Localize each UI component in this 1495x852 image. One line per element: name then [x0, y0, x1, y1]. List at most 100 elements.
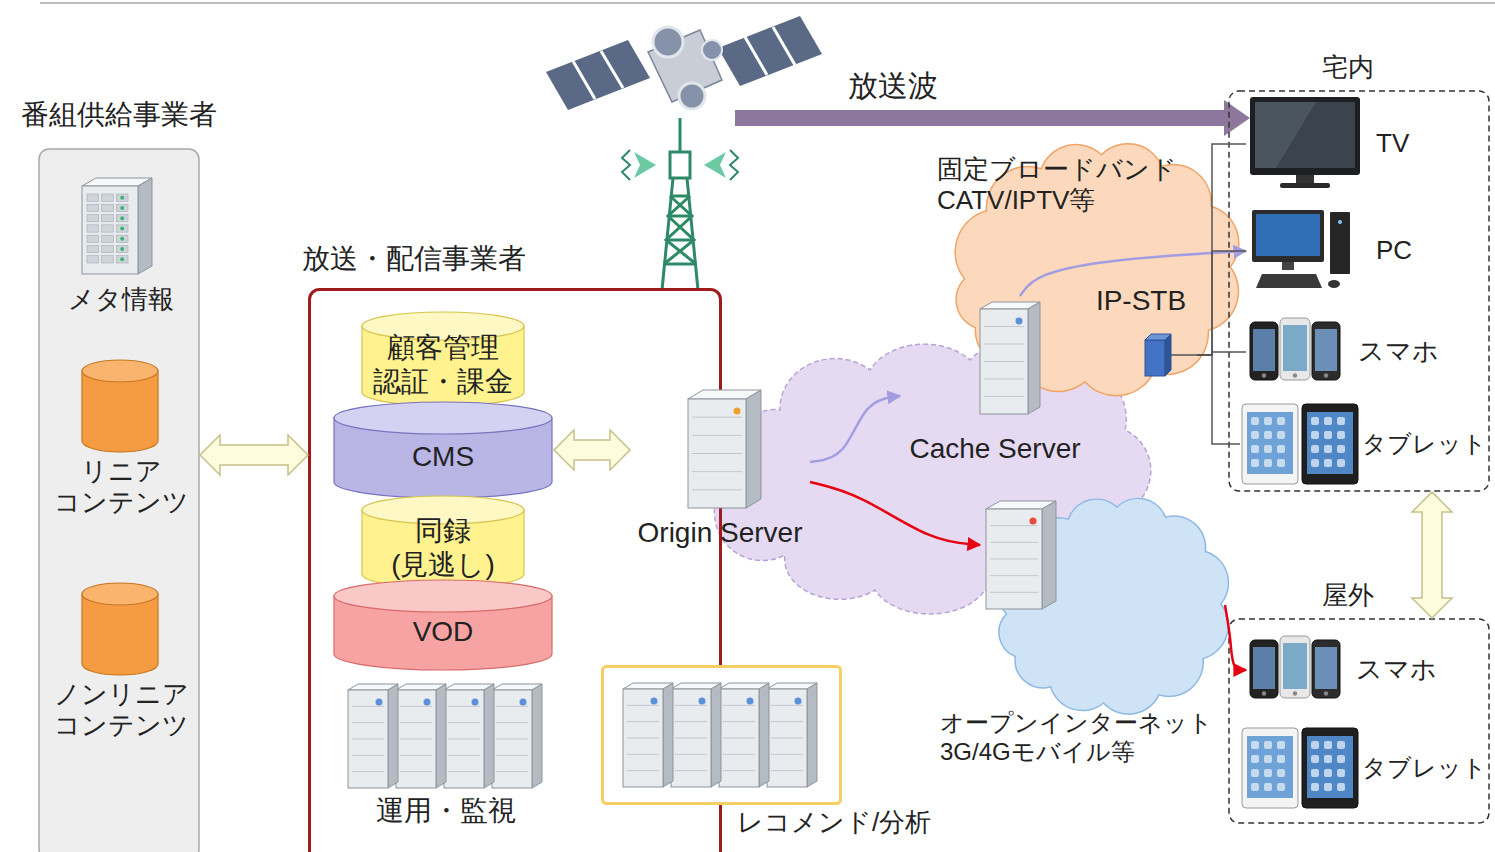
server-icon [627, 738, 659, 739]
server-icon [623, 689, 663, 787]
text-slot: PC [1376, 208, 1442, 294]
server-icon [120, 227, 124, 231]
node-label: スマホ [1356, 654, 1437, 685]
device-shape [1253, 647, 1275, 689]
device-shape [1324, 691, 1328, 695]
server-icon [87, 235, 99, 242]
device-shape [1264, 431, 1272, 439]
text-slot: スマホ [1356, 634, 1462, 706]
server-icon [723, 754, 755, 755]
server-icon [675, 738, 707, 739]
double-arrow [1412, 492, 1452, 618]
device-shape [1337, 417, 1345, 425]
device-shape [1280, 183, 1330, 188]
server-icon [388, 684, 398, 788]
server-icon [984, 326, 1024, 327]
device: タブレット [1240, 400, 1493, 488]
device-shape [1247, 412, 1293, 474]
database-cylinder: CMS [332, 400, 554, 500]
server-icon [87, 225, 99, 232]
device-shape [1264, 769, 1272, 777]
server-icon [663, 683, 673, 787]
device-shape [1324, 783, 1332, 791]
text-slot: Origin Server [630, 516, 810, 554]
server-icon [400, 722, 432, 723]
device-shape [1251, 741, 1259, 749]
database-cylinder: 顧客管理 認証・課金 [360, 310, 526, 408]
server-icon [692, 417, 742, 418]
broadband-cloud: 固定ブロードバンド CATV/IPTV等 IP-STB [937, 148, 1235, 388]
server-icon [400, 755, 432, 756]
device-shape [1264, 783, 1272, 791]
server-icon [711, 683, 721, 787]
server-icon [746, 390, 761, 508]
provider-panel-shape [39, 149, 199, 852]
content-cylinder-shape [82, 360, 158, 382]
server-icon [1028, 302, 1040, 414]
device-shape [1255, 102, 1355, 168]
server-icon [771, 721, 803, 722]
device-shape [1251, 431, 1259, 439]
text-slot: 固定ブロードバンド CATV/IPTV等 [937, 154, 1207, 226]
device-shape [1246, 95, 1446, 193]
satellite [573, 61, 595, 99]
server-icon [496, 706, 528, 707]
server-icon [116, 204, 128, 211]
node-label: ノンリニア コンテンツ [52, 679, 190, 741]
text-slot: 顧客管理 認証・課金 [360, 324, 526, 406]
server-icon [472, 699, 479, 706]
node-label: オープンインターネット 3G/4Gモバイル等 [940, 709, 1216, 767]
server-icon [692, 471, 742, 472]
device-shape [1277, 459, 1285, 467]
node-label: CMS [412, 440, 474, 474]
server-icon [675, 770, 707, 771]
server-icon [692, 453, 742, 454]
device-shape [1338, 220, 1342, 224]
server-icon [767, 689, 807, 787]
device-shape [1337, 445, 1345, 453]
device-shape [1251, 445, 1259, 453]
device-shape [1242, 728, 1298, 808]
database-cylinder-shape [362, 326, 524, 406]
node-label: 運用・監視 [376, 794, 516, 828]
outdoor-area: 屋外スマホタブレット [1228, 618, 1490, 824]
server-icon [492, 690, 532, 788]
node-label: 同録 (見逃し) [390, 514, 497, 581]
origin-server: Origin Server [630, 382, 810, 554]
server-icon [990, 525, 1038, 526]
device-shape [1311, 741, 1319, 749]
top-rule [40, 2, 1495, 4]
node-label: TV [1376, 128, 1409, 159]
node-label: 屋外 [1322, 580, 1374, 611]
text-slot: 運用・監視 [336, 794, 556, 834]
server-icon [627, 705, 659, 706]
text-slot: リニア コンテンツ [48, 456, 194, 540]
server-icon [699, 698, 706, 705]
server-icon [444, 690, 484, 788]
server-icon [627, 754, 659, 755]
device-shape [1242, 404, 1298, 484]
device-shape [1246, 208, 1446, 294]
server-icon [102, 235, 114, 242]
server-icon [496, 739, 528, 740]
server-icon [734, 408, 741, 415]
server-icon [102, 215, 114, 222]
device-shape [1324, 769, 1332, 777]
device-shape [1250, 322, 1278, 380]
server-icon [120, 247, 124, 251]
analytics-box-shape [603, 667, 841, 804]
server-icon [723, 738, 755, 739]
device-shape [1251, 783, 1259, 791]
server-icon [116, 225, 128, 232]
set-top-box-shape [1145, 340, 1165, 376]
device-shape [1324, 417, 1332, 425]
device-shape [1293, 691, 1297, 695]
server-icon [444, 684, 494, 788]
cache-server: Cache Server [900, 296, 1090, 468]
node-label: IP-STB [1096, 284, 1186, 318]
mobile-cloud: オープンインターネット 3G/4Gモバイル等 [980, 495, 1225, 707]
device-shape [1302, 404, 1358, 484]
server-icon [448, 771, 480, 772]
device-shape [1337, 755, 1345, 763]
server-icon [1016, 318, 1023, 325]
